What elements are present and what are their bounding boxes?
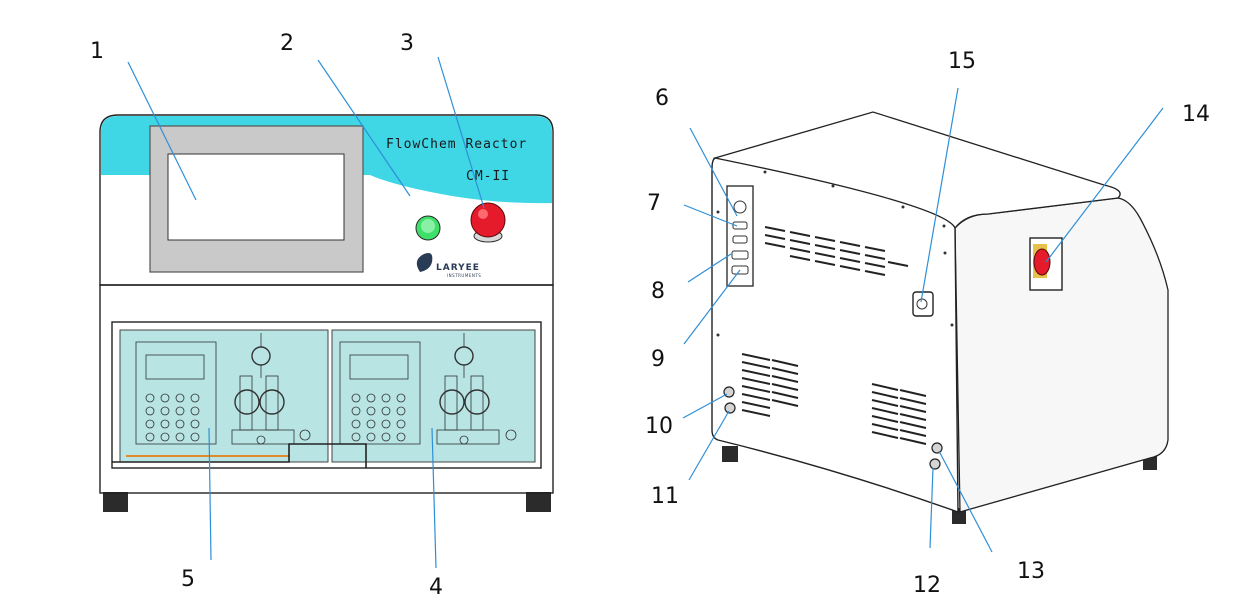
right-pump-head-b xyxy=(464,389,490,415)
lower-left-vent xyxy=(741,353,799,417)
logo-text: LARYEE xyxy=(436,263,480,273)
door-cutout xyxy=(112,443,367,468)
right-pump-keypad-area xyxy=(339,341,421,445)
right-pump-display xyxy=(349,354,409,380)
top-panel xyxy=(712,111,1121,229)
callout-11: 11 xyxy=(651,484,679,509)
left-pump-panel xyxy=(119,329,329,463)
connector-round xyxy=(733,200,747,214)
power-switch-knob xyxy=(1033,248,1051,276)
rear-screws xyxy=(716,170,954,337)
callout-7: 7 xyxy=(647,191,661,216)
left-pump-display xyxy=(145,354,205,380)
rear-foot-1 xyxy=(722,446,738,462)
left-pump-keys xyxy=(145,393,200,442)
right-pump-panel xyxy=(331,329,536,463)
front-right-foot xyxy=(526,492,551,512)
upper-vent xyxy=(764,226,909,276)
emergency-stop-highlight xyxy=(478,209,488,219)
brand-title: FlowChem Reactor xyxy=(386,137,527,152)
callout-10: 10 xyxy=(645,414,673,439)
callout-4: 4 xyxy=(429,575,443,600)
right-pump xyxy=(331,329,536,463)
callout-13: 13 xyxy=(1017,559,1045,584)
connector-port-2 xyxy=(732,235,748,244)
left-pump-head-a xyxy=(234,389,260,415)
fitting-13 xyxy=(931,442,943,454)
connector-port-1 xyxy=(732,221,748,230)
connector-panel xyxy=(726,185,754,287)
fitting-12 xyxy=(929,458,941,470)
callout-15: 15 xyxy=(948,49,976,74)
callout-9: 9 xyxy=(651,347,665,372)
left-pump-keypad-area xyxy=(135,341,217,445)
leader-lines xyxy=(127,56,1164,569)
connector-port-3 xyxy=(731,250,749,260)
callout-5: 5 xyxy=(181,567,195,592)
callout-numbers: 1 2 3 4 5 6 7 8 9 10 11 12 13 14 15 xyxy=(90,31,1210,600)
callout-6: 6 xyxy=(655,86,669,111)
rear-foot-2 xyxy=(952,508,966,524)
left-pump-head-b xyxy=(259,389,285,415)
logo-subtext: INSTRUMENTS xyxy=(447,273,481,278)
lower-right-vent xyxy=(871,383,927,445)
laryee-logo: LARYEE INSTRUMENTS xyxy=(416,253,481,278)
front-left-foot xyxy=(103,492,128,512)
fitting-11 xyxy=(724,402,736,414)
rear-view xyxy=(711,111,1169,524)
callout-3: 3 xyxy=(400,31,414,56)
callout-14: 14 xyxy=(1182,102,1210,127)
right-pump-head-a xyxy=(439,389,465,415)
model-label: CM-II xyxy=(466,169,510,184)
callout-2: 2 xyxy=(280,31,294,56)
upper-body xyxy=(99,114,554,286)
rear-handle-port xyxy=(912,291,934,317)
green-button-highlight xyxy=(421,219,435,233)
right-pump-keys xyxy=(351,393,406,442)
left-pump xyxy=(119,329,329,463)
emergency-stop-button xyxy=(470,202,506,238)
touchscreen-display xyxy=(167,153,345,241)
connector-port-4 xyxy=(731,265,749,275)
callout-8: 8 xyxy=(651,279,665,304)
callout-12: 12 xyxy=(913,573,941,598)
front-view: FlowChem Reactor CM-II LARYEE INSTRUMENT… xyxy=(99,114,554,512)
callout-1: 1 xyxy=(90,39,104,64)
